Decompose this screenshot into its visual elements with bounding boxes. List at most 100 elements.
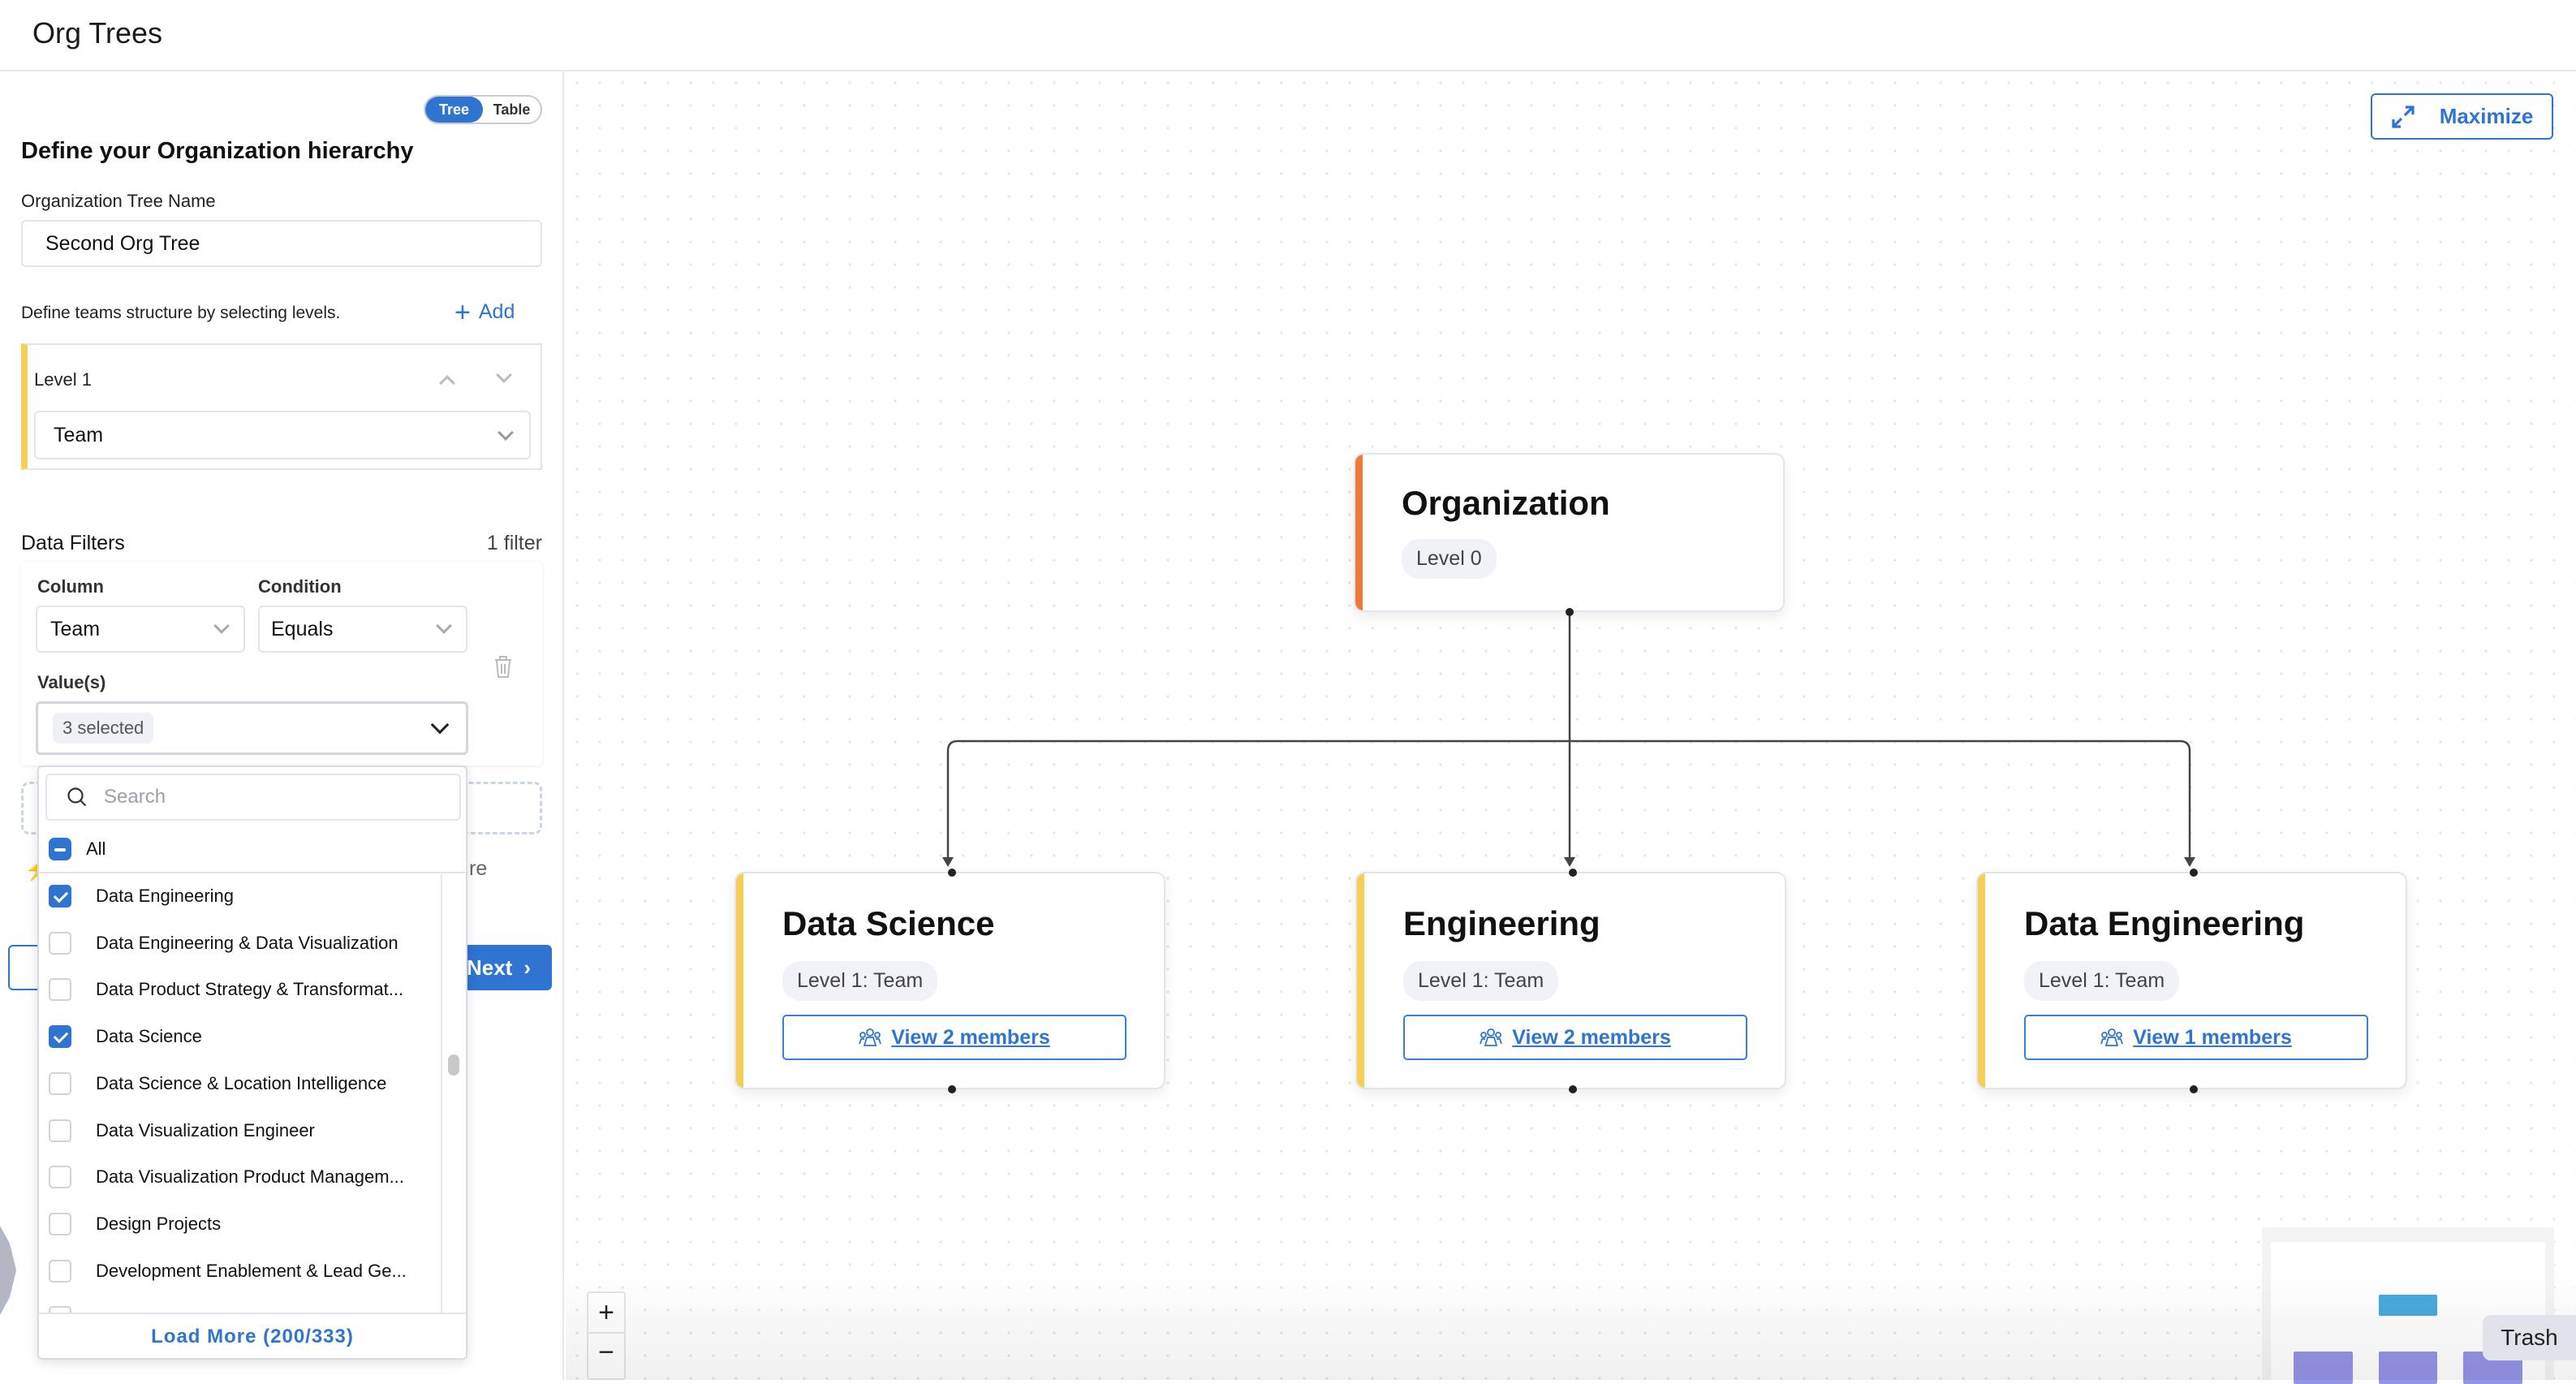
condition-value: Equals <box>271 617 334 640</box>
view-members-button[interactable]: View 2 members <box>1403 1015 1747 1060</box>
handle-dot <box>948 1085 956 1093</box>
level-chip: Level 1: Team <box>2024 961 2180 1001</box>
condition-select[interactable]: Equals <box>258 606 467 653</box>
dropdown-option[interactable]: Data Engineering <box>39 874 441 921</box>
option-label: Data Engineering <box>96 886 235 906</box>
node-team[interactable]: Data Engineering Level 1: Team View 1 me… <box>1976 872 2407 1089</box>
node-accent <box>736 873 743 1088</box>
option-checkbox[interactable] <box>49 978 71 1002</box>
filters-title: Data Filters <box>21 532 125 554</box>
search-icon <box>67 787 87 807</box>
option-checkbox[interactable] <box>49 1119 71 1142</box>
option-checkbox[interactable] <box>49 1166 71 1189</box>
handle-dot <box>948 869 956 877</box>
expand-icon <box>2392 105 2414 128</box>
dropdown-option[interactable]: Data Science & Location Intelligence <box>39 1062 441 1108</box>
load-more-button[interactable]: Load More (200/333) <box>39 1313 466 1358</box>
dropdown-option[interactable]: Design Projects <box>39 1202 441 1248</box>
values-label: Value(s) <box>37 672 106 692</box>
tree-name-input[interactable]: Second Org Tree <box>21 220 542 267</box>
level-select[interactable]: Team <box>34 411 531 459</box>
option-checkbox[interactable] <box>49 1259 71 1283</box>
level-chip: Level 1: Team <box>1403 961 1559 1001</box>
node-accent <box>1355 455 1363 610</box>
dropdown-option[interactable]: Data Engineering & Data Visualization <box>39 921 441 968</box>
members-label: View 2 members <box>891 1025 1050 1049</box>
selected-count-chip: 3 selected <box>53 713 154 744</box>
minimap-node <box>2294 1352 2353 1384</box>
members-label: View 2 members <box>1512 1025 1671 1049</box>
trash-icon[interactable] <box>493 654 513 679</box>
column-label: Column <box>37 576 104 597</box>
level-card: Level 1 Team <box>21 343 542 470</box>
option-label: Data Science & Location Intelligence <box>96 1072 387 1093</box>
maximize-button[interactable]: Maximize <box>2371 93 2553 140</box>
level-label: Level 1 <box>34 369 92 390</box>
scrollbar-thumb[interactable] <box>448 1054 459 1076</box>
node-team[interactable]: Data Science Level 1: Team View 2 member… <box>734 872 1165 1089</box>
zoom-in-button[interactable]: + <box>598 1296 614 1328</box>
scrollbar-track <box>441 874 442 1313</box>
zoom-controls: + − <box>587 1291 626 1380</box>
level-chip: Level 0 <box>1402 539 1497 579</box>
level-select-value: Team <box>54 423 104 446</box>
option-label: Data Visualization Product Managem... <box>96 1166 404 1188</box>
minimap-node <box>2379 1295 2437 1316</box>
toggle-tree[interactable]: Tree <box>425 97 483 123</box>
column-select[interactable]: Team <box>36 606 245 653</box>
minimap-node <box>2379 1352 2437 1384</box>
dropdown-option[interactable]: Data Visualization Engineer <box>39 1109 441 1155</box>
node-title: Engineering <box>1403 904 1600 942</box>
option-label: Data Product Strategy & Transformat... <box>96 979 404 1000</box>
add-level-button[interactable]: + Add <box>454 296 515 328</box>
team-icon <box>859 1028 882 1046</box>
dropdown-option[interactable]: Data Visualization Product Managem... <box>39 1155 441 1201</box>
option-label: Data Engineering & Data Visualization <box>96 932 398 953</box>
option-all[interactable]: All <box>39 827 466 873</box>
filter-card: Column Condition Team Equals Value(s) 3 … <box>21 562 542 765</box>
node-accent <box>1978 873 1985 1088</box>
dropdown-search-input[interactable]: Search <box>45 774 461 821</box>
view-toggle[interactable]: Tree Table <box>424 95 542 124</box>
option-label: Data Visualization Engineer <box>96 1119 315 1140</box>
levels-hint: Define teams structure by selecting leve… <box>21 304 341 322</box>
zoom-out-button[interactable]: − <box>588 1332 624 1371</box>
option-checkbox[interactable] <box>49 1212 71 1235</box>
dropdown-option[interactable]: Development Enablement & Lead Ge... <box>39 1249 441 1296</box>
node-team[interactable]: Engineering Level 1: Team View 2 members <box>1355 872 1786 1089</box>
node-title: Data Engineering <box>2024 904 2305 942</box>
level-chip: Level 1: Team <box>782 961 938 1001</box>
tree-canvas[interactable] <box>566 71 2576 1380</box>
arrow-head <box>942 857 954 867</box>
option-checkbox[interactable] <box>49 931 71 955</box>
option-checkbox[interactable] <box>49 1071 71 1095</box>
filters-count: 1 filter <box>486 532 542 554</box>
all-checkbox[interactable] <box>49 838 71 860</box>
toggle-table[interactable]: Table <box>493 101 531 118</box>
section-heading: Define your Organization hierarchy <box>21 138 414 164</box>
members-label: View 1 members <box>2133 1025 2292 1049</box>
maximize-label: Maximize <box>2439 104 2534 128</box>
values-select[interactable]: 3 selected <box>36 701 468 755</box>
view-members-button[interactable]: View 1 members <box>2024 1015 2368 1060</box>
handle-dot <box>1566 608 1574 616</box>
option-checkbox[interactable] <box>49 885 71 908</box>
arrow-head <box>1564 857 1575 867</box>
view-members-button[interactable]: View 2 members <box>782 1015 1126 1060</box>
option-checkbox[interactable] <box>49 1306 71 1313</box>
plus-icon: + <box>454 296 471 328</box>
page-header: Org Trees <box>0 0 2576 71</box>
dropdown-option-partial[interactable] <box>39 1296 441 1313</box>
option-checkbox[interactable] <box>49 1025 71 1049</box>
connector-right <box>1570 739 2191 860</box>
chevron-right-icon: › <box>523 955 531 980</box>
tree-name-label: Organization Tree Name <box>21 191 216 211</box>
option-label: Development Enablement & Lead Ge... <box>96 1260 407 1281</box>
dropdown-option[interactable]: Data Product Strategy & Transformat... <box>39 968 441 1014</box>
node-organization[interactable]: Organization Level 0 <box>1354 453 1785 612</box>
dropdown-option[interactable]: Data Science <box>39 1015 441 1061</box>
team-icon <box>2100 1028 2124 1046</box>
trash-tooltip: Trash <box>2483 1315 2576 1360</box>
